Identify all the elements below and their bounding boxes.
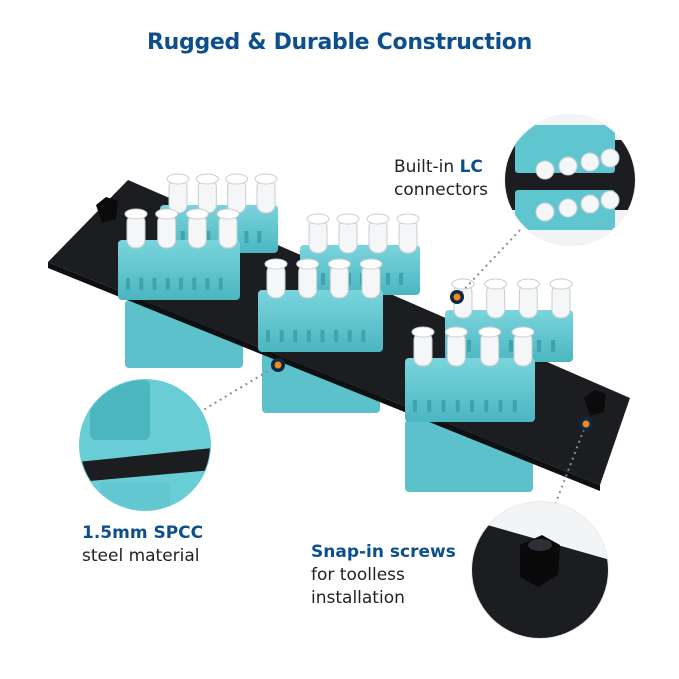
housing-slot <box>244 231 249 243</box>
housing-slot <box>334 330 339 342</box>
dust-cap-top <box>254 173 278 185</box>
housing-slot <box>509 340 513 352</box>
housing-slot <box>484 400 489 412</box>
housing-slot <box>427 400 432 412</box>
housing-slot <box>347 330 352 342</box>
housing-slot <box>306 330 311 342</box>
housing-slot <box>399 273 403 285</box>
dust-cap-top <box>484 278 508 290</box>
screws-callout-line3: installation <box>311 588 405 608</box>
housing-slot <box>165 278 170 290</box>
housing-slot <box>293 330 298 342</box>
housing-slot <box>320 330 325 342</box>
dust-cap-top <box>444 326 468 338</box>
lc-callout-strong: LC <box>459 157 483 177</box>
housing-slot <box>551 340 555 352</box>
dust-cap-top <box>336 213 360 225</box>
orange-hotspot-dot <box>271 290 593 431</box>
dust-cap-top <box>359 258 383 270</box>
housing-slot <box>218 278 223 290</box>
snap-in-screw <box>96 197 606 416</box>
dust-cap-top <box>511 326 535 338</box>
spcc-callout-line1: 1.5mm SPCC <box>82 523 204 543</box>
dust-cap-top <box>478 326 502 338</box>
housing-slot <box>386 273 390 285</box>
lc-connector-blocks <box>118 173 573 422</box>
dust-cap-top <box>185 208 209 220</box>
housing-slot <box>441 400 446 412</box>
housing-slot <box>152 278 157 290</box>
screws-callout: Snap-in screws for toolless installation <box>311 541 456 610</box>
housing-slot <box>279 330 284 342</box>
connector-block <box>258 290 383 352</box>
housing-slot <box>512 400 517 412</box>
housing-slot <box>266 330 270 342</box>
housing-slot <box>347 273 351 285</box>
housing-slot <box>139 278 144 290</box>
leader-lines <box>199 229 587 506</box>
dust-cap-top <box>306 213 330 225</box>
connector-block <box>118 240 240 300</box>
housing-slot <box>179 278 183 290</box>
dust-cap-top <box>451 278 475 290</box>
dust-cap-top <box>124 208 148 220</box>
page-title: Rugged & Durable Construction <box>147 30 532 55</box>
dust-cap-top <box>396 213 420 225</box>
housing-slot <box>467 340 471 352</box>
lc-callout: Built-in LC connectors <box>394 156 488 202</box>
housing-slot <box>126 278 130 290</box>
connector-block <box>405 358 535 422</box>
dust-cap-top <box>327 258 351 270</box>
housing-slot <box>470 400 474 412</box>
snap-in-screw-closeup <box>471 501 609 639</box>
dust-cap-top <box>166 173 190 185</box>
housing-slot <box>321 273 325 285</box>
dust-cap-top <box>516 278 540 290</box>
dust-cap-top <box>264 258 288 270</box>
dust-cap-top <box>195 173 219 185</box>
lc-callout-prefix: Built-in <box>394 157 460 177</box>
screws-callout-line1: Snap-in screws <box>311 542 456 562</box>
spcc-callout-line2: steel material <box>82 546 200 566</box>
dust-cap-top <box>366 213 390 225</box>
screws-callout-line2: for toolless <box>311 565 405 585</box>
housing-slot <box>257 231 262 243</box>
dust-cap-top <box>225 173 249 185</box>
housing-slot <box>361 330 366 342</box>
dust-cap-top <box>549 278 573 290</box>
dust-cap-top <box>155 208 179 220</box>
lc-connector-closeup <box>504 114 636 246</box>
housing-slot <box>413 400 417 412</box>
housing-slot <box>180 231 185 243</box>
housing-slot <box>537 340 541 352</box>
spcc-callout: 1.5mm SPCC steel material <box>82 522 203 568</box>
housing-slot <box>205 278 210 290</box>
housing-slot <box>498 400 503 412</box>
steel-plate-edge-closeup <box>79 379 211 511</box>
dust-cap-top <box>411 326 435 338</box>
housing-slot <box>192 278 197 290</box>
dust-cap-top <box>296 258 320 270</box>
lc-callout-line2: connectors <box>394 180 489 200</box>
dust-cap-top <box>216 208 240 220</box>
housing-slot <box>206 231 211 243</box>
housing-slot <box>455 400 460 412</box>
